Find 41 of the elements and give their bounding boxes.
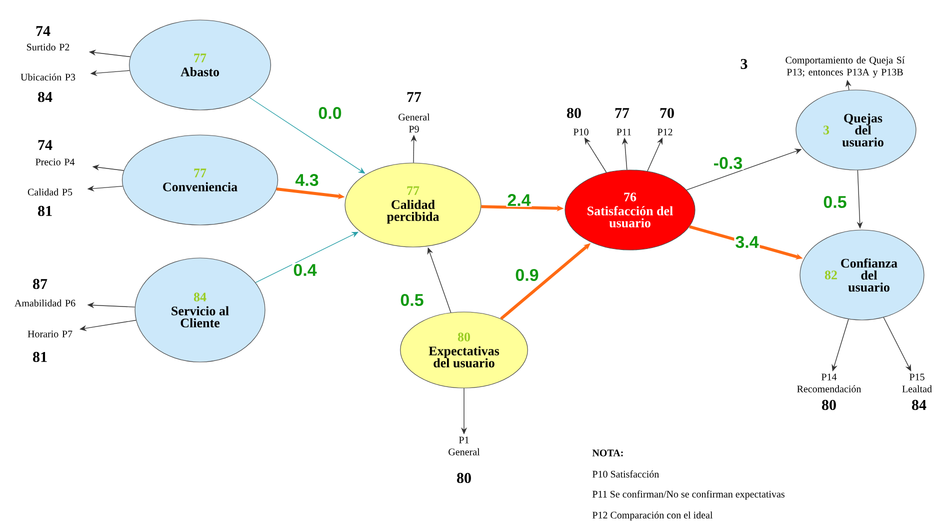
score-value: 81 bbox=[38, 206, 52, 216]
path-coefficient: 0.5 bbox=[822, 194, 848, 210]
indicator-label: Calidad P5 bbox=[28, 188, 72, 196]
note-text: P11 Se confirman/No se confirman expectativas bbox=[592, 490, 784, 500]
score-value: 77 bbox=[407, 92, 422, 102]
note-text: P10 Satisfacción bbox=[592, 470, 659, 478]
path-coefficient: 0.4 bbox=[292, 262, 318, 278]
path-coefficient: 0.9 bbox=[514, 268, 540, 282]
path-coefficient: 3.4 bbox=[734, 234, 760, 250]
path-coefficient: -0.3 bbox=[712, 156, 744, 170]
note-text: NOTA: bbox=[592, 450, 623, 456]
indicator-label: P10 bbox=[574, 128, 588, 136]
score-value: 84 bbox=[912, 400, 926, 410]
score-value: 84 bbox=[38, 92, 52, 102]
indicator-label: P11 bbox=[616, 128, 631, 136]
indicator-label: Horario P7 bbox=[28, 330, 72, 338]
note-text: P12 Comparación con el ideal bbox=[592, 511, 713, 521]
indicator-label: General P9 bbox=[398, 113, 430, 132]
path-coefficient: 2.4 bbox=[506, 193, 532, 207]
indicator-label: Precio P4 bbox=[36, 158, 75, 166]
indicator-label: Amabilidad P6 bbox=[14, 299, 76, 306]
score-value: 80 bbox=[457, 472, 471, 484]
score-value: 70 bbox=[660, 108, 674, 118]
score-value: 77 bbox=[615, 108, 630, 118]
indicator-label: Surtido P2 bbox=[27, 43, 70, 51]
indicator-label: Comportamiento de Queja Sí P13; entonces P13A y P13B bbox=[786, 56, 905, 78]
score-value: 74 bbox=[36, 26, 50, 36]
score-value: 87 bbox=[33, 278, 48, 290]
indicator-label: P1 General bbox=[448, 436, 480, 456]
score-value: 80 bbox=[567, 108, 581, 118]
path-coefficient: 4.3 bbox=[294, 172, 320, 188]
path-coefficient: 0.0 bbox=[317, 106, 343, 120]
score-value: 80 bbox=[822, 400, 836, 410]
indicator-label: Ubicación P3 bbox=[20, 73, 76, 81]
score-value: 81 bbox=[33, 352, 47, 362]
indicator-label: P12 bbox=[658, 128, 672, 136]
score-value: 74 bbox=[38, 140, 52, 150]
indicator-label: P15 Lealtad bbox=[902, 374, 932, 392]
score-value: 3 bbox=[740, 58, 748, 70]
indicator-label: P14 Recomendación bbox=[797, 374, 862, 392]
path-coefficient: 0.5 bbox=[399, 292, 425, 308]
